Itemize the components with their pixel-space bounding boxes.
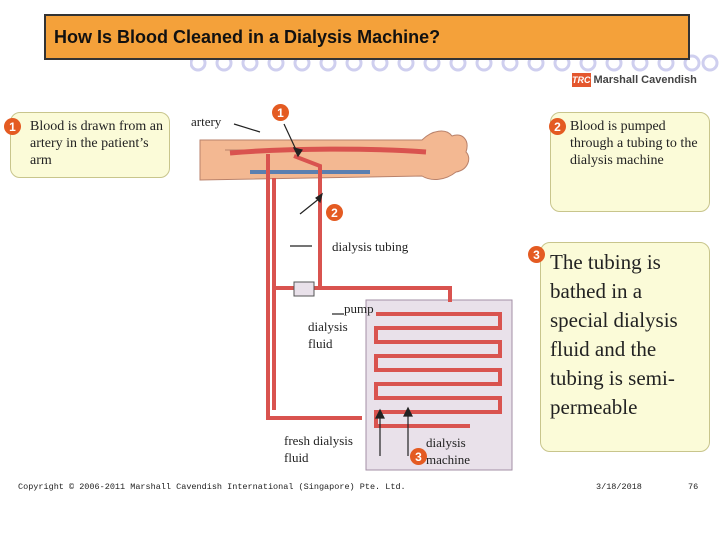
dialysis-diagram <box>199 123 513 471</box>
pump-label: pump <box>344 301 374 316</box>
dialysis-tubing-label: dialysis tubing <box>332 239 409 254</box>
step-1-text: Blood is drawn from an artery in the pat… <box>30 119 163 168</box>
logo-text: Marshall Cavendish <box>593 74 697 86</box>
artery-vessel <box>229 146 427 156</box>
callout-step-3 <box>540 242 710 452</box>
footer-date: 3/18/2018 <box>596 482 642 492</box>
publisher-logo: TRC Marshall Cavendish <box>572 70 697 90</box>
coiled-tubing <box>266 154 502 428</box>
artery-label: artery <box>191 114 222 129</box>
copyright-text: Copyright © 2006-2011 Marshall Cavendish… <box>18 482 406 492</box>
diagram-badge-2: 2 <box>326 204 343 221</box>
decorative-rings <box>190 54 719 72</box>
diagram-badge-1: 1 <box>272 104 289 121</box>
page-number: 76 <box>688 482 699 492</box>
title-banner: How Is Blood Cleaned in a Dialysis Machi… <box>44 14 690 60</box>
step-3-text: The tubing is bathed in a special dialys… <box>550 250 678 419</box>
logo-mark: TRC <box>572 73 591 87</box>
callout-step-1 <box>10 112 170 178</box>
dialysis-fluid-label: dialysis fluid <box>308 319 348 351</box>
step-2-text: Blood is pumped through a tubing to the … <box>570 119 698 168</box>
step-1-badge: 1 <box>4 118 21 135</box>
dialysis-machine-label: dialysis machine <box>426 435 471 467</box>
step-2-badge: 2 <box>549 118 566 135</box>
diagram-badge-3: 3 <box>410 448 427 465</box>
step-3-badge: 3 <box>528 246 545 263</box>
callout-step-2 <box>550 112 710 212</box>
page-title: How Is Blood Cleaned in a Dialysis Machi… <box>54 26 441 47</box>
fresh-dialysis-fluid-label: fresh dialysis fluid <box>284 433 353 465</box>
pump-box <box>293 281 315 297</box>
